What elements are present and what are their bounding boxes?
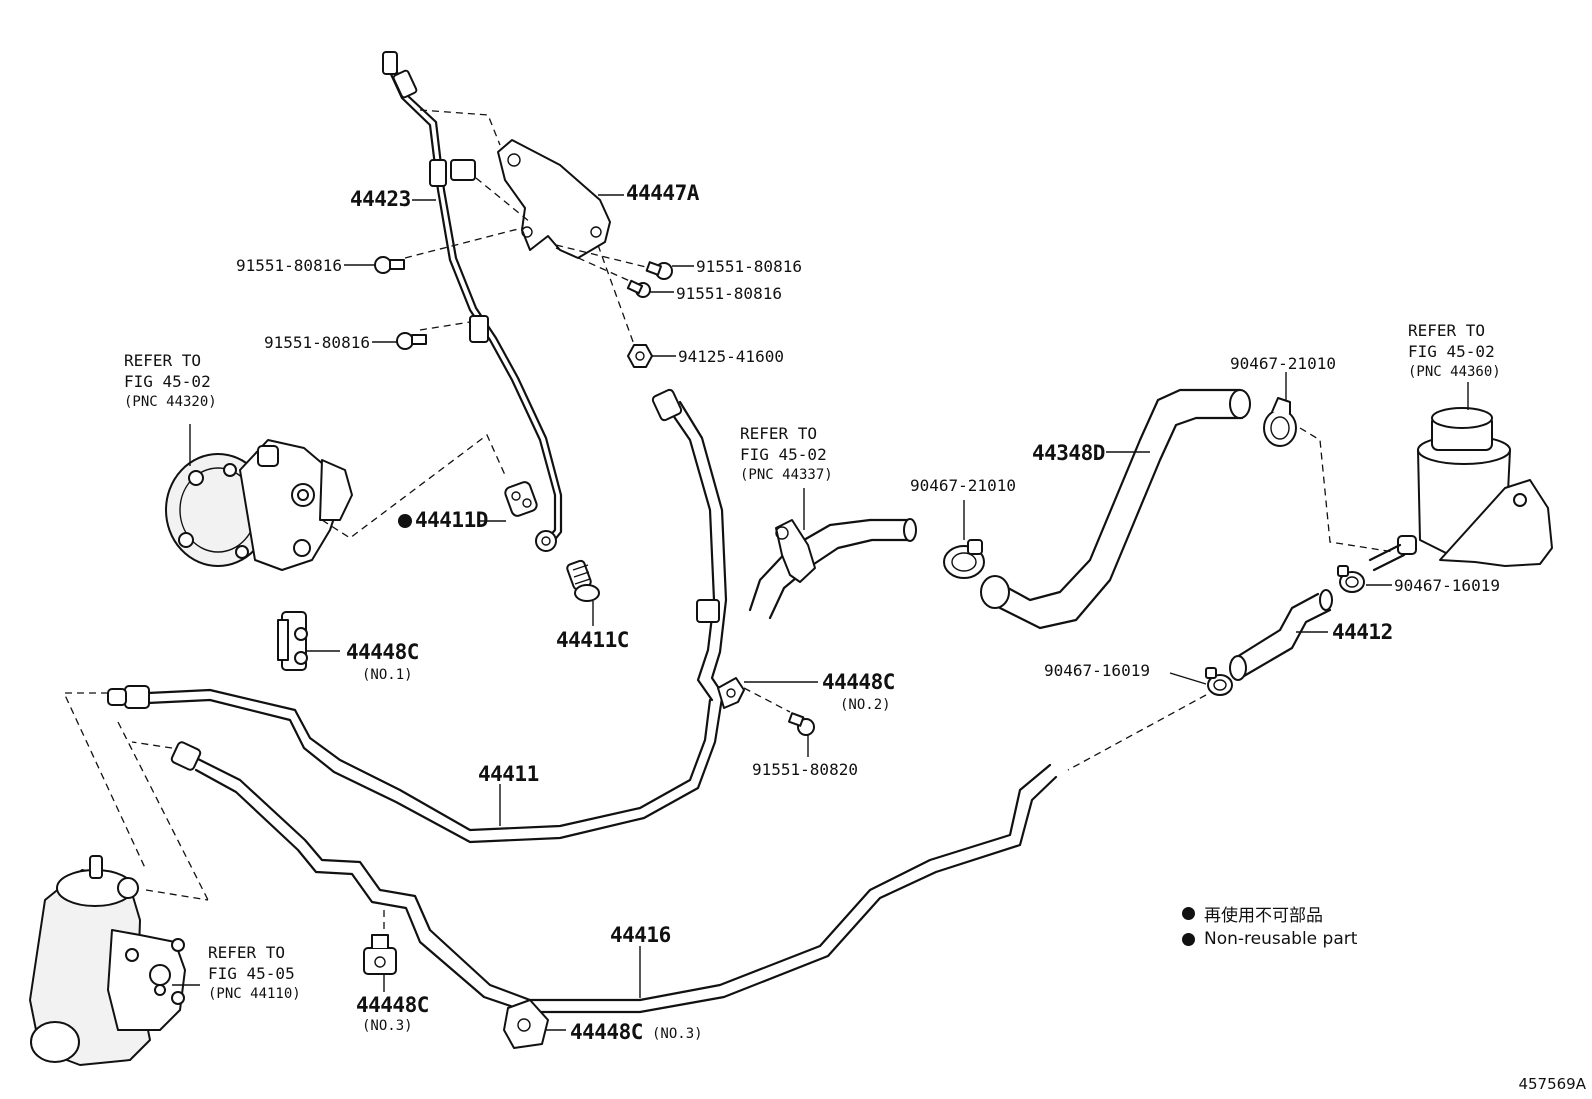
legend-row-english: Non-reusable part: [1182, 926, 1357, 952]
callout-leaders: [172, 194, 1469, 1031]
hose-clamp-90467-21010-top: [1263, 397, 1297, 447]
pressure-tube-44423: [382, 51, 563, 552]
bolt-91551-80816-right-mid: [626, 279, 651, 298]
label-91551-80816-b: 91551-80816: [696, 257, 802, 276]
label-44411C: 44411C: [556, 628, 629, 652]
clamp-44448C-no3b: [503, 999, 549, 1049]
tube-44416: [170, 741, 1058, 1014]
label-90467-21010-a: 90467-21010: [910, 476, 1016, 495]
label-91551-80816-a: 91551-80816: [236, 256, 342, 275]
legend-bullet-icon: [1182, 906, 1195, 920]
legend-row-japanese: 再使用不可部品: [1182, 900, 1357, 926]
label-91551-80820: 91551-80820: [752, 760, 858, 779]
label-44448C-no3a-sub: (NO.3): [362, 1018, 413, 1034]
clamp-44448C-no3a: [363, 934, 397, 975]
union-bolt-44411C: [566, 559, 600, 602]
bolt-91551-80816-left-top: [374, 256, 405, 274]
label-91551-80816-d: 91551-80816: [264, 333, 370, 352]
bolt-91551-80816-left-mid: [396, 332, 427, 350]
label-44448C-no3a: 44448C: [356, 993, 429, 1017]
ref-note-hose: REFER TO FIG 45-02 (PNC 44337): [740, 424, 833, 483]
non-reusable-bullet-44411D: [398, 514, 412, 528]
hose-clamp-90467-21010-mid: [943, 539, 985, 579]
label-90467-21010-b: 90467-21010: [1230, 354, 1336, 373]
bolt-91551-80816-right-top: [645, 261, 673, 280]
ref-note-reservoir: REFER TO FIG 45-02 (PNC 44360): [1408, 321, 1501, 380]
label-44448C-no3b: 44448C: [570, 1020, 643, 1044]
label-44416: 44416: [610, 923, 671, 947]
label-90467-16019-b: 90467-16019: [1044, 661, 1150, 680]
label-44348D: 44348D: [1032, 441, 1105, 465]
label-44423: 44423: [350, 187, 411, 211]
figure-id: 457569A: [1518, 1075, 1586, 1093]
legend-bullet-icon: [1182, 932, 1195, 946]
gasket-44411D: [504, 481, 538, 517]
hose-clamp-90467-16019-lower: [1205, 667, 1233, 696]
label-44448C-no1: 44448C: [346, 640, 419, 664]
clamp-44448C-no1: [277, 611, 308, 671]
hose-clamp-90467-16019-upper: [1337, 565, 1365, 593]
label-44411: 44411: [478, 762, 539, 786]
legend-text-english: Non-reusable part: [1204, 929, 1358, 949]
pressure-hose-vertical: [651, 388, 728, 702]
nut-94125-41600: [627, 344, 653, 368]
clamp-44448C-no2: [717, 677, 745, 709]
label-44411D: 44411D: [415, 508, 488, 532]
label-44448C-no1-sub: (NO.1): [362, 667, 413, 683]
hose-44348D: [980, 388, 1251, 630]
label-44448C-no2-sub: (NO.2): [840, 697, 891, 713]
reservoir-tank: [1368, 407, 1553, 572]
hose-44412: [1229, 589, 1333, 681]
label-44448C-no3b-sub: (NO.3): [652, 1026, 703, 1042]
legend-text-japanese: 再使用不可部品: [1204, 905, 1323, 926]
steering-gear: [29, 855, 186, 1066]
label-44412: 44412: [1332, 620, 1393, 644]
label-91551-80816-c: 91551-80816: [676, 284, 782, 303]
label-44447A: 44447A: [626, 181, 699, 205]
label-44448C-no2: 44448C: [822, 670, 895, 694]
ref-note-pump: REFER TO FIG 45-02 (PNC 44320): [124, 351, 217, 410]
ref-note-gear: REFER TO FIG 45-05 (PNC 44110): [208, 943, 301, 1002]
suction-hose-ref-44337: [748, 518, 917, 620]
label-90467-16019-a: 90467-16019: [1394, 576, 1500, 595]
power-steering-pump: [165, 439, 353, 571]
label-94125-41600: 94125-41600: [678, 347, 784, 366]
legend: 再使用不可部品 Non-reusable part: [1182, 900, 1357, 952]
bolt-91551-80820: [787, 712, 815, 736]
tube-44411: [107, 685, 724, 844]
